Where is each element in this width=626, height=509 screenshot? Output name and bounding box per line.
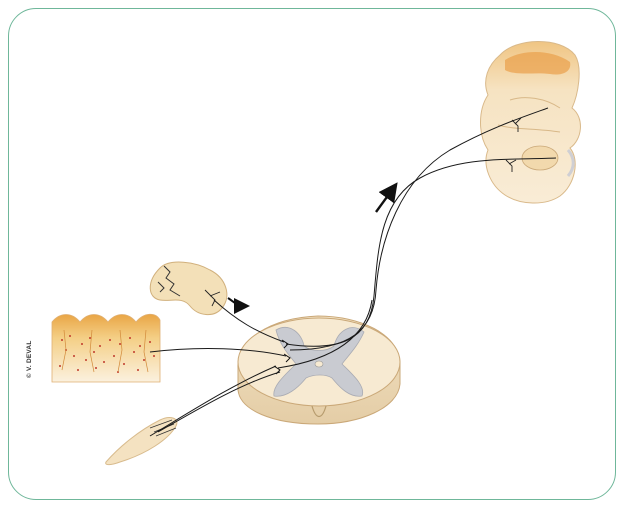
ascending-arrow-icon bbox=[376, 190, 392, 212]
skin-icon bbox=[52, 314, 160, 382]
gut-arrow-icon bbox=[228, 298, 242, 306]
copyright-credit: © V. DEVAL bbox=[26, 341, 33, 379]
spinal-cord-icon bbox=[238, 316, 400, 424]
muscle-icon bbox=[106, 418, 177, 465]
gut-icon bbox=[150, 262, 227, 315]
brain-icon bbox=[481, 41, 581, 203]
